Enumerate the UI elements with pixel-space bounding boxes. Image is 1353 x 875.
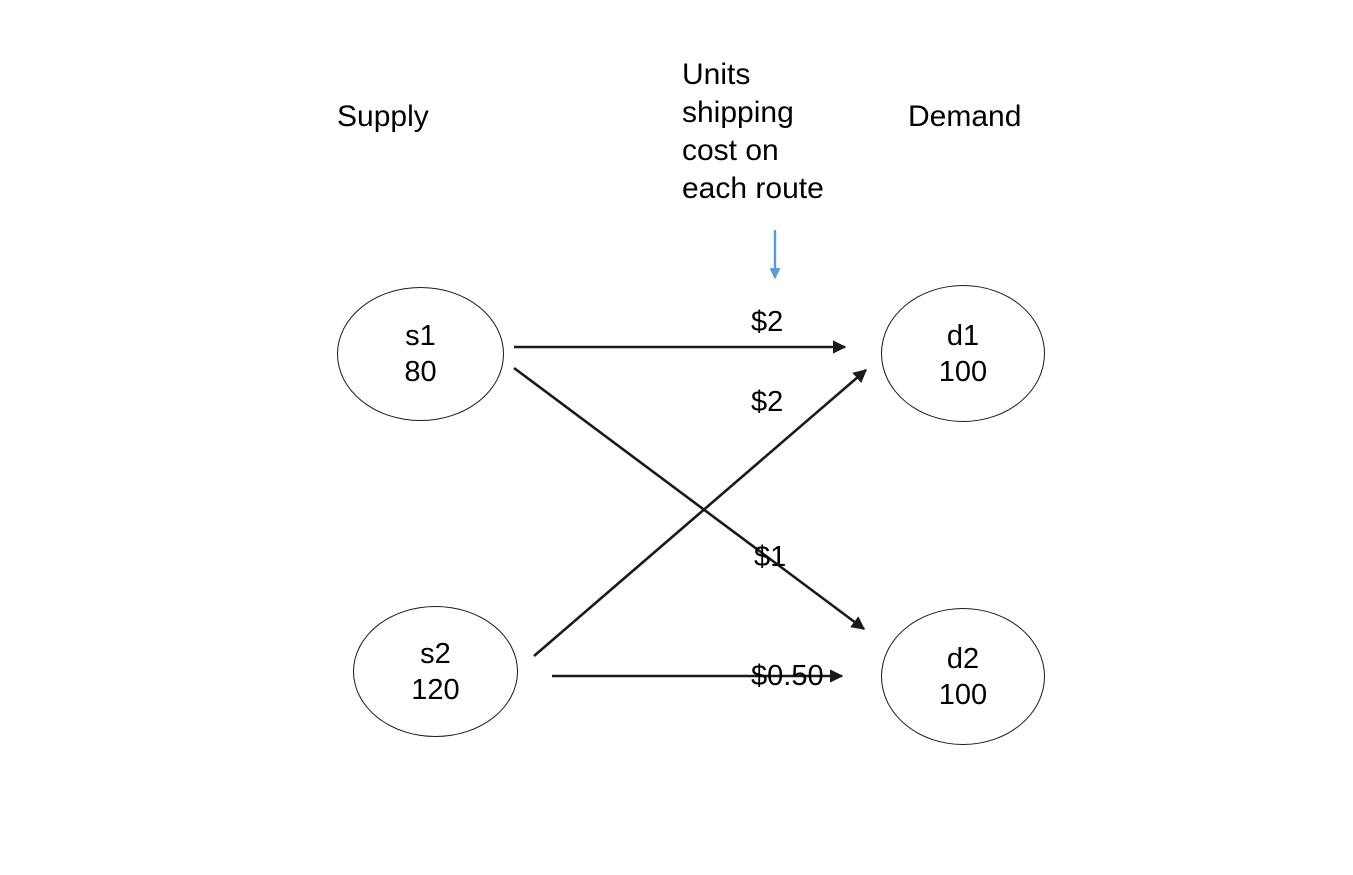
supply-column-label: Supply: [337, 100, 429, 133]
route-arrow-s2-d1: [533, 369, 868, 657]
node-id-label: d2: [946, 642, 980, 675]
cost-label-s1-d1: $2: [751, 306, 784, 338]
node-value-label: 120: [411, 673, 460, 706]
node-id-label: d1: [946, 319, 980, 352]
cost-label-s1-d2: $1: [754, 541, 787, 573]
route-arrow-s1-d2: [513, 366, 866, 631]
shipping-cost-annotation: Units shipping cost on each route: [682, 58, 824, 205]
demand-column-label: Demand: [908, 100, 1022, 133]
demand-node-d2[interactable]: d2 100: [881, 608, 1045, 745]
supply-node-s1[interactable]: s1 80: [337, 287, 504, 421]
node-value-label: 80: [404, 356, 437, 388]
supply-node-s2[interactable]: s2 120: [353, 606, 518, 737]
node-id-label: s1: [405, 320, 436, 352]
cost-label-s2-d2: $0.50: [751, 660, 824, 692]
node-value-label: 100: [938, 355, 988, 388]
demand-node-d1[interactable]: d1 100: [881, 285, 1045, 422]
node-id-label: s2: [420, 637, 451, 670]
node-value-label: 100: [938, 678, 988, 711]
cost-label-s2-d1: $2: [751, 386, 784, 418]
